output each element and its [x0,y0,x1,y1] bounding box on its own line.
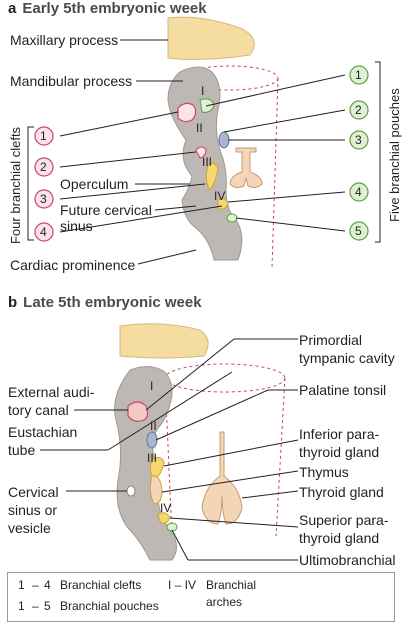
legend-clefts-label: Branchial clefts [60,578,142,592]
right-bracket-a [375,61,381,243]
label-maxillary-process: Maxillary process [10,32,119,48]
legend-pouch-dash: – [32,599,39,613]
arch-label-II-b: II [150,419,157,433]
pouch-5-a [226,213,238,223]
maxillary-process-b [119,323,209,359]
pouch-number-4: 4 [355,185,362,199]
label-cardiac-prominence: Cardiac prominence [10,257,136,273]
pouch-2-a [218,131,230,149]
maxillary-process-shape [167,16,255,60]
pouch-3-a [205,162,219,191]
inferior-parathyroid-b [149,456,165,481]
panel-a-header: a Early 5th embryonic week [8,0,207,17]
arch-label-I-b: I [150,379,154,393]
arch-label-IV-b: IV [160,501,172,515]
embryo-body-b [114,366,177,561]
pharynx-outline-b-top [164,363,286,393]
pouch-number-1: 1 [355,68,362,82]
panel-b-letter: b [8,294,18,311]
label-sinus-or: sinus or [8,502,58,518]
pouch-badges-a [349,65,369,241]
label-inferior-parathyroid: Inferior para- [299,426,380,442]
label-thyroid-gland: Thyroid gland [299,484,384,500]
ultimobranchial-b [166,522,178,532]
legend-cleft-dash: – [32,578,39,592]
cleft-number-4: 4 [40,225,47,239]
arch-label-I-a: I [201,84,205,98]
pouch-number-2: 2 [355,103,362,117]
legend-cleft-from: 1 [18,578,25,592]
panel-a-letter: a [8,0,17,17]
arch-label-IV-a: IV [214,189,226,203]
cleft-number-1: 1 [40,129,47,143]
label-cervical: Cervical [8,484,59,500]
pouch-number-3: 3 [355,133,362,147]
cervical-vesicle-b [126,485,136,497]
legend-arches-label-1: Branchial [206,578,257,592]
label-tory-canal: tory canal [8,402,69,418]
pouch-number-5: 5 [355,224,362,238]
superior-parathyroid-b [157,512,171,524]
panel-b-header: b Late 5th embryonic week [8,294,202,311]
label-eustachian-tube: tube [8,442,36,458]
label-external-auditory: External audi- [8,384,95,400]
cleft-number-2: 2 [40,160,47,174]
cleft-1-a [177,102,197,123]
label-thymus: Thymus [299,464,349,480]
legend-pouch-from: 1 [18,599,25,613]
label-superior-parathyroid-gland: thyroid gland [299,530,380,546]
label-palatine-tonsil: Palatine tonsil [299,382,387,398]
arch-label-III-a: III [202,155,213,169]
legend-pouch-to: 5 [44,599,51,613]
label-superior-parathyroid: Superior para- [299,512,389,528]
label-four-branchial-clefts: Four branchial clefts [8,126,23,244]
panel-a-title: Early 5th embryonic week [22,0,207,17]
thyroid-gland-b [201,431,243,525]
label-future-cervical-sinus: sinus [60,218,93,234]
legend-arches-label-2: arches [206,595,243,609]
panel-b-title: Late 5th embryonic week [23,294,202,311]
label-vesicle: vesicle [8,520,51,536]
cleft-number-3: 3 [40,192,47,206]
pharynx-outline-a-side [271,77,279,269]
arch-label-III-b: III [147,451,158,465]
label-ultimobranchial: Ultimobranchial [299,552,396,568]
palatine-tonsil-b [146,431,158,449]
cleft-2-a [195,146,207,159]
legend-box [7,572,395,622]
left-bracket-a [27,126,34,241]
arch-label-II-a: II [196,121,203,135]
label-five-branchial-pouches: Five branchial pouches [387,88,402,222]
label-mandibular-process: Mandibular process [10,73,133,89]
label-eustachian: Eustachian [8,424,78,440]
legend-pouches-label: Branchial pouches [60,599,159,613]
label-tympanic-cavity: tympanic cavity [299,350,395,366]
label-operculum: Operculum [60,176,129,192]
legend-cleft-to: 4 [44,578,51,592]
cleft-badges-a [34,126,54,242]
label-future-cervical: Future cervical [60,202,152,218]
legend-arches-range: I – IV [168,578,197,592]
label-primordial: Primordial [299,332,363,348]
thyroid-shape-a [229,147,263,189]
thymus-b [149,475,163,505]
tympanic-cavity-b [127,401,149,422]
label-inferior-parathyroid-gland: thyroid gland [299,444,380,460]
